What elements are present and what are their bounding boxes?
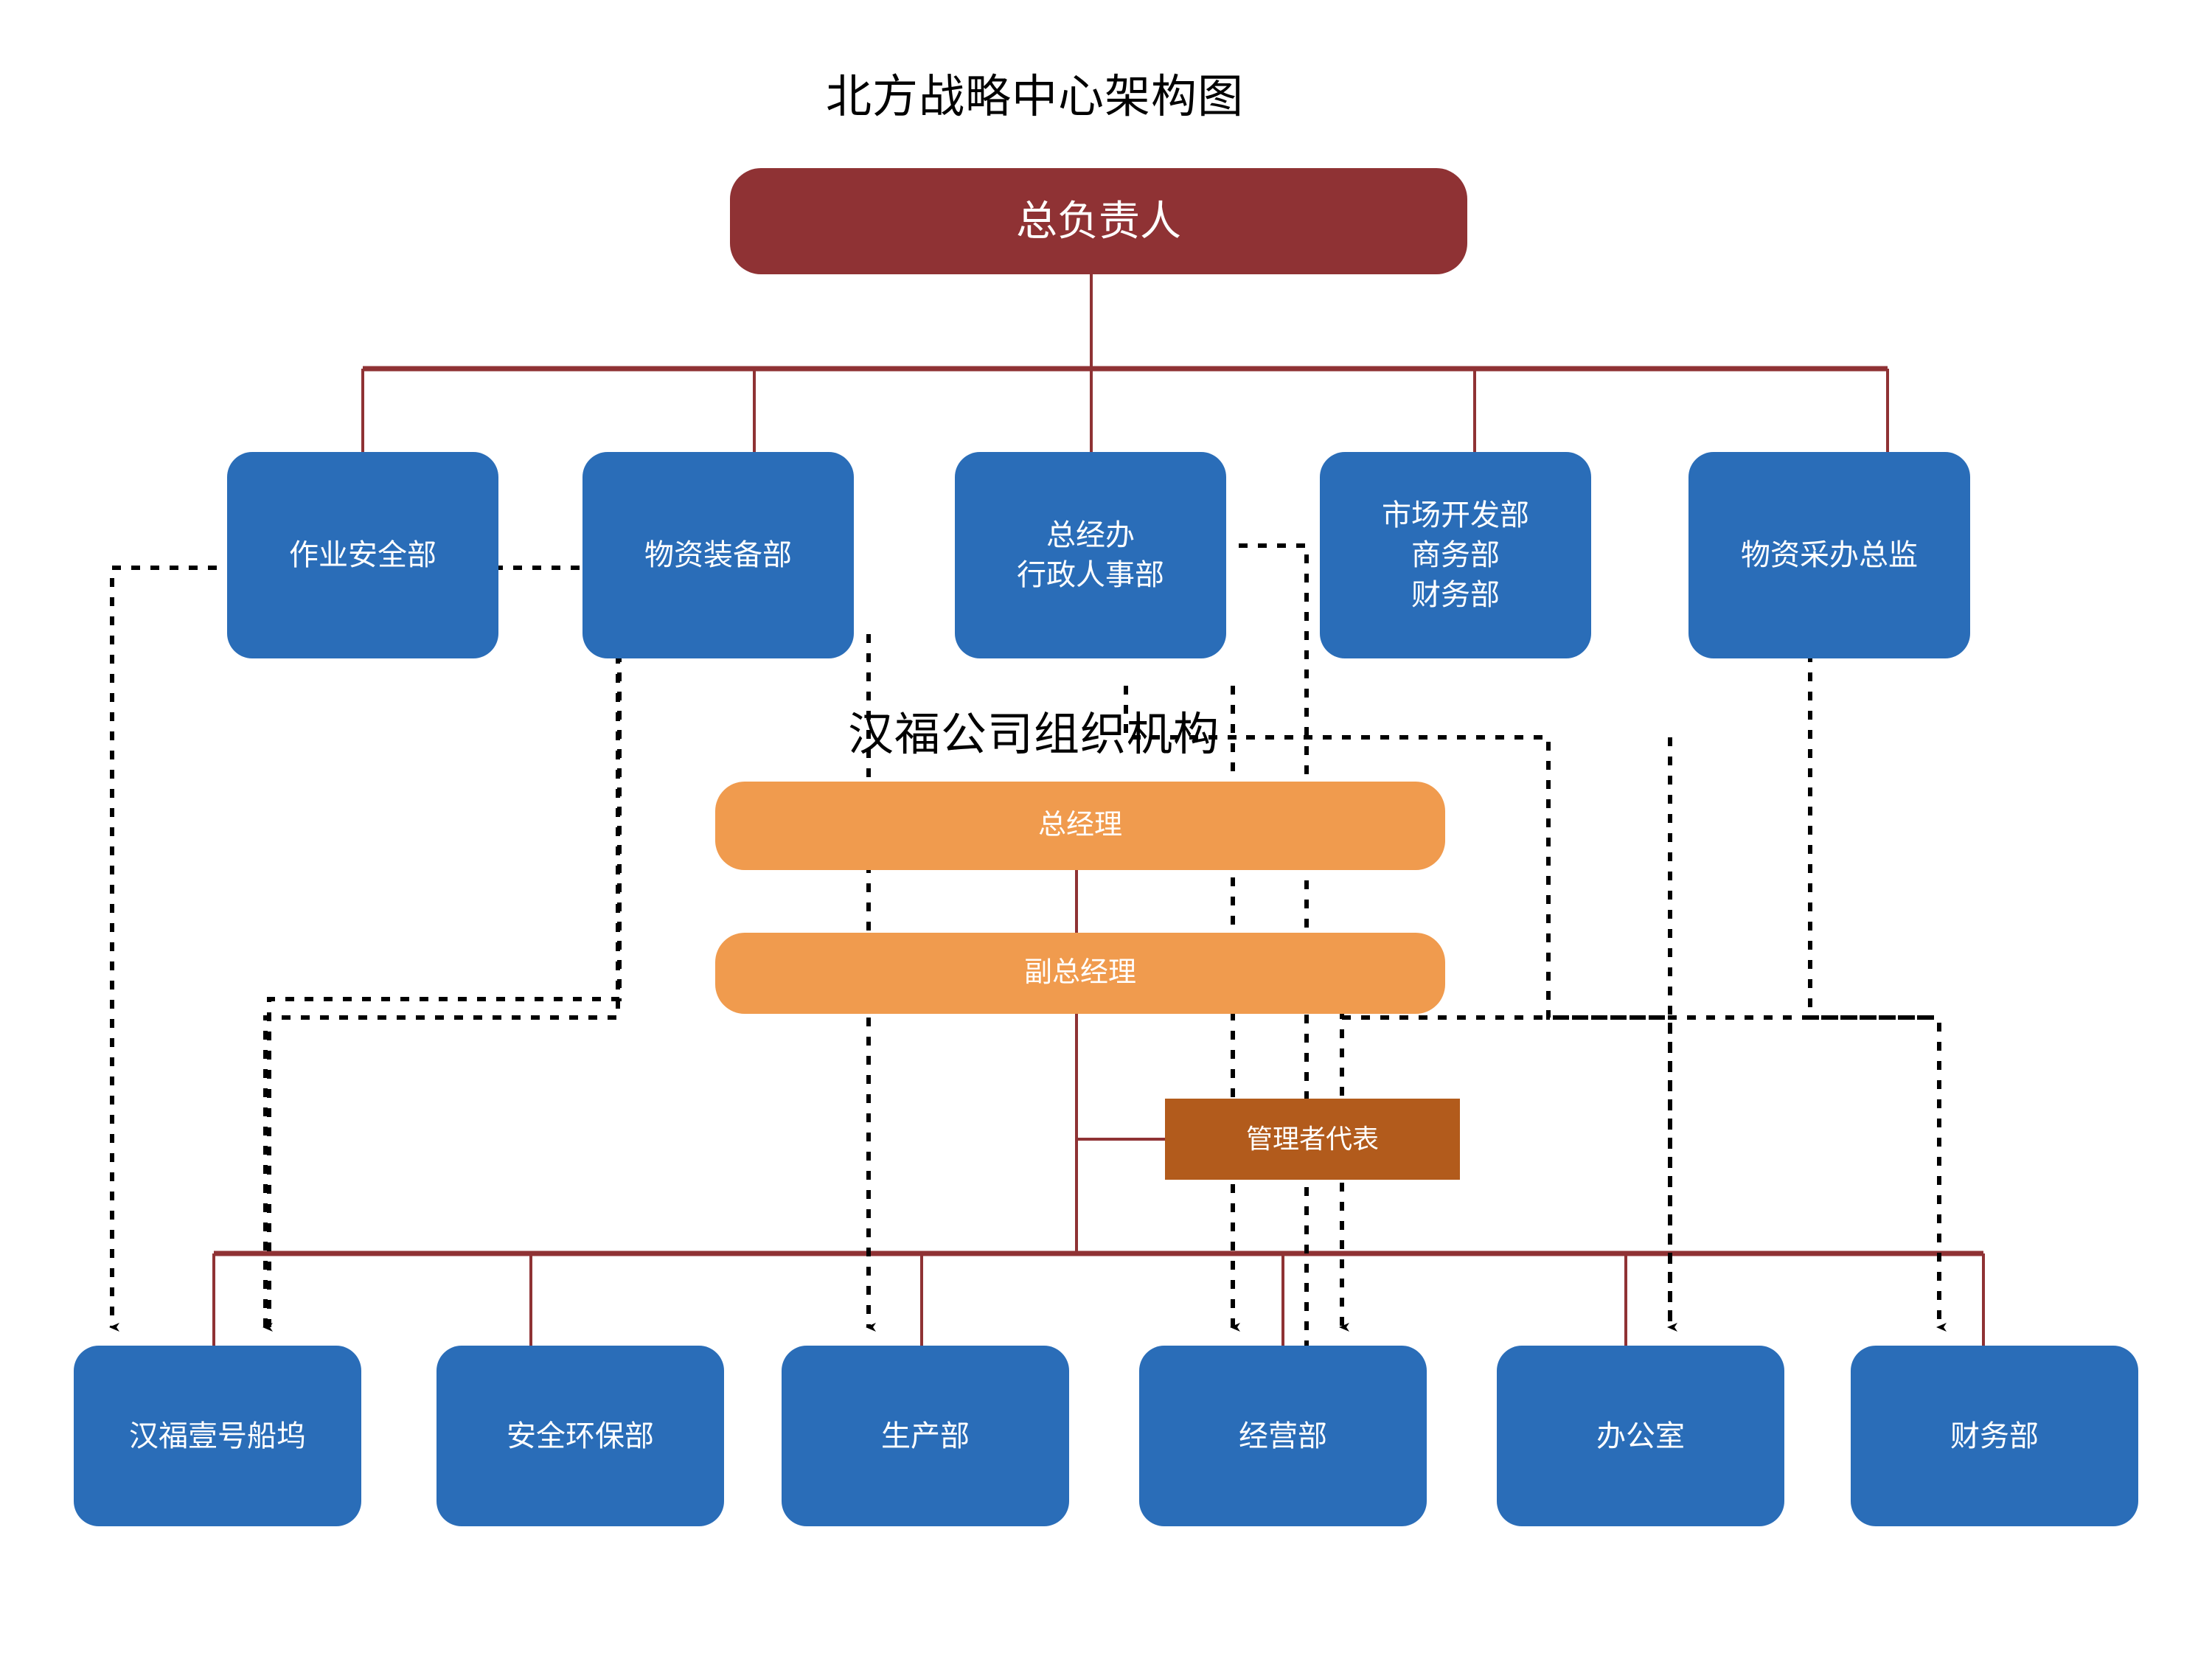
node-dept-safety-ops[interactable]: 作业安全部 [227,452,498,658]
node-deputy-general-manager[interactable]: 副总经理 [715,933,1445,1014]
node-unit-safety-env-label: 安全环保部 [507,1419,654,1453]
node-dept-gm-office-line-1: 总经办 [1046,519,1135,552]
node-dept-gm-office[interactable]: 总经办 行政人事部 [955,452,1226,658]
node-root-label: 总负责人 [1016,198,1181,245]
node-dept-market-dev-lines: 市场开发部 商务部 财务部 [1320,495,1591,615]
node-dept-materials-eq-label: 物资装备部 [644,539,792,571]
node-dept-market-dev-line-1: 市场开发部 [1382,499,1529,532]
node-management-rep[interactable]: 管理者代表 [1165,1099,1460,1180]
node-dept-gm-office-line-2: 行政人事部 [1017,559,1164,591]
node-general-manager[interactable]: 总经理 [715,782,1445,870]
node-unit-safety-env[interactable]: 安全环保部 [437,1346,724,1526]
node-dept-safety-ops-label: 作业安全部 [289,539,437,571]
node-unit-operations[interactable]: 经营部 [1139,1346,1427,1526]
node-dept-materials-eq[interactable]: 物资装备部 [582,452,854,658]
node-unit-production[interactable]: 生产部 [782,1346,1069,1526]
node-unit-production-label: 生产部 [881,1419,970,1453]
node-dept-market-dev-line-3: 财务部 [1411,579,1500,611]
node-unit-office[interactable]: 办公室 [1497,1346,1784,1526]
node-unit-office-label: 办公室 [1596,1419,1685,1453]
node-root[interactable]: 总负责人 [730,168,1467,274]
node-dept-market-dev[interactable]: 市场开发部 商务部 财务部 [1320,452,1591,658]
node-unit-hanfu-dock-label: 汉福壹号船坞 [129,1419,306,1453]
node-unit-operations-label: 经营部 [1239,1419,1327,1453]
node-general-manager-label: 总经理 [1037,810,1122,841]
solid-top-tree [361,274,1889,452]
node-unit-finance[interactable]: 财务部 [1851,1346,2138,1526]
node-dept-procure-dir[interactable]: 物资采办总监 [1688,452,1970,658]
node-unit-hanfu-dock[interactable]: 汉福壹号船坞 [74,1346,361,1526]
node-unit-finance-label: 财务部 [1950,1419,2039,1453]
secondary-title: 汉福公司组织机构 [848,709,1220,760]
node-deputy-general-manager-label: 副总经理 [1023,957,1136,989]
node-dept-gm-office-lines: 总经办 行政人事部 [955,515,1226,595]
node-dept-market-dev-line-2: 商务部 [1411,539,1500,571]
node-dept-procure-dir-label: 物资采办总监 [1741,539,1918,571]
main-title: 北方战略中心架构图 [826,72,1245,122]
node-management-rep-label: 管理者代表 [1245,1123,1379,1154]
